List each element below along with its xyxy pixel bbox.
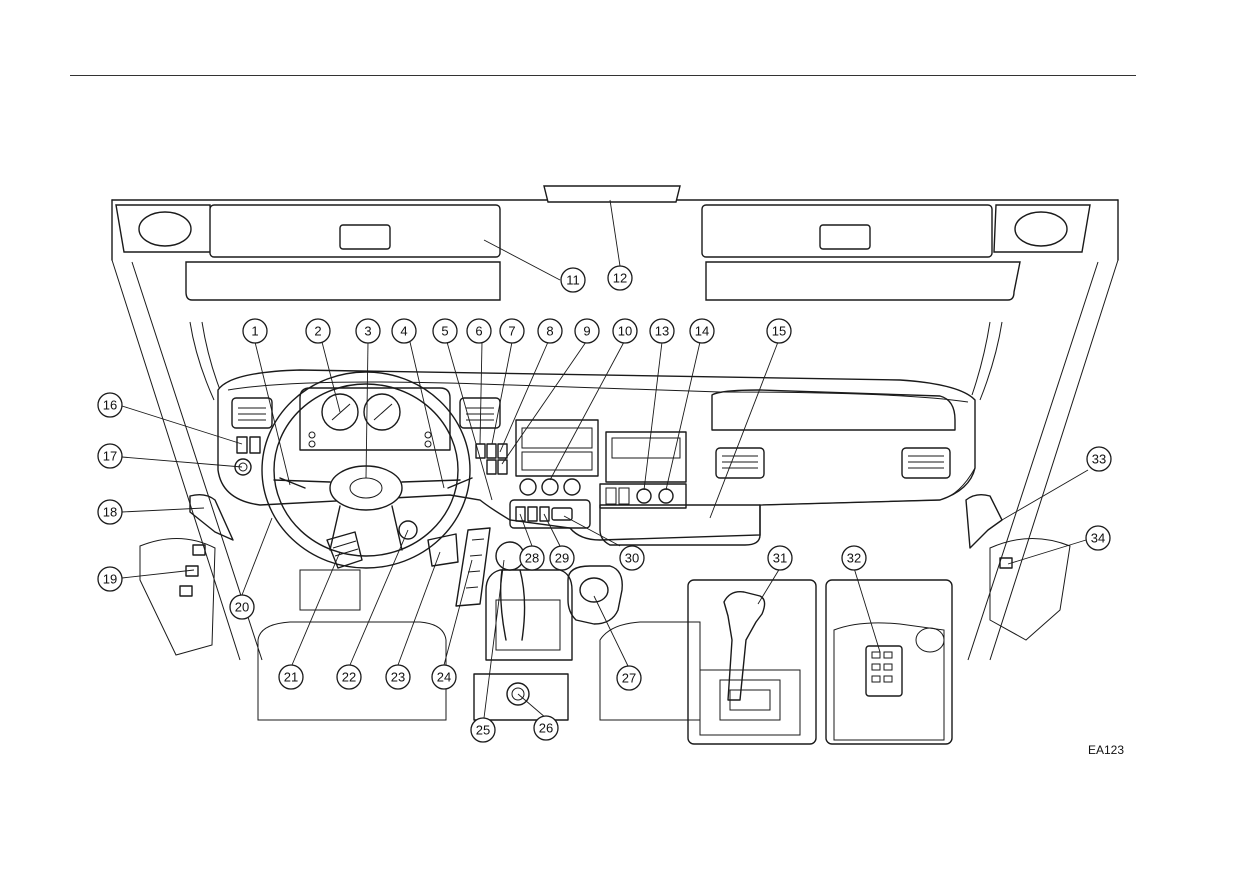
driver-seat xyxy=(257,569,447,721)
callout-label: 1 xyxy=(251,324,258,339)
callout-label: 12 xyxy=(613,271,627,286)
passenger-seat xyxy=(599,621,701,721)
callout-label: 21 xyxy=(284,670,298,685)
inset-automatic-shifter xyxy=(687,579,817,745)
callout-label: 16 xyxy=(103,398,117,413)
callout-label: 18 xyxy=(103,505,117,520)
callout-31: 31 xyxy=(767,545,793,571)
rear-view-mirror xyxy=(543,185,681,203)
callout-label: 24 xyxy=(437,670,451,685)
callout-34: 34 xyxy=(1085,525,1111,551)
callout-17: 17 xyxy=(97,443,123,469)
callout-20: 20 xyxy=(229,594,255,620)
callout-1: 1 xyxy=(242,318,268,344)
callout-24: 24 xyxy=(431,664,457,690)
callout-label: 10 xyxy=(618,324,632,339)
overhead-storage-left xyxy=(185,204,501,301)
callout-22: 22 xyxy=(336,664,362,690)
center-console-upper xyxy=(515,419,687,509)
pedals xyxy=(326,520,491,607)
door-panel-right xyxy=(965,493,1071,641)
callout-label: 28 xyxy=(525,551,539,566)
callout-9: 9 xyxy=(574,318,600,344)
callout-3: 3 xyxy=(355,318,381,344)
speaker-left xyxy=(115,204,213,253)
callout-label: 25 xyxy=(476,723,490,738)
air-vent-passenger-1 xyxy=(715,447,765,479)
callout-label: 29 xyxy=(555,551,569,566)
gear-shift-manual xyxy=(485,541,573,661)
cup-holder xyxy=(567,565,623,625)
callout-label: 2 xyxy=(314,324,321,339)
callout-label: 32 xyxy=(847,551,861,566)
air-vent-passenger-2 xyxy=(901,447,951,479)
callout-11: 11 xyxy=(560,267,586,293)
callout-label: 27 xyxy=(622,671,636,686)
callout-label: 8 xyxy=(546,324,553,339)
callout-label: 34 xyxy=(1091,531,1105,546)
figure-code: EA123 xyxy=(1088,743,1125,757)
callout-label: 11 xyxy=(566,273,580,288)
callout-5: 5 xyxy=(432,318,458,344)
switch-panel-lower xyxy=(509,499,591,529)
callout-33: 33 xyxy=(1086,446,1112,472)
overhead-storage-right xyxy=(701,204,1021,301)
callout-18: 18 xyxy=(97,499,123,525)
speaker-right xyxy=(993,204,1091,253)
callout-label: 19 xyxy=(103,572,117,587)
callout-13: 13 xyxy=(649,318,675,344)
callout-26: 26 xyxy=(533,715,559,741)
callout-label: 14 xyxy=(695,324,709,339)
steering-wheel xyxy=(261,371,471,569)
callout-label: 30 xyxy=(625,551,639,566)
callout-label: 15 xyxy=(772,324,786,339)
switch-cluster-left xyxy=(234,436,261,476)
callout-7: 7 xyxy=(499,318,525,344)
dashboard xyxy=(217,369,976,546)
callout-label: 7 xyxy=(508,324,515,339)
callout-6: 6 xyxy=(466,318,492,344)
center-console-tray xyxy=(473,673,569,721)
callout-15: 15 xyxy=(766,318,792,344)
callout-label: 13 xyxy=(655,324,669,339)
top-rule xyxy=(70,75,1136,76)
callout-label: 4 xyxy=(400,324,407,339)
callout-label: 17 xyxy=(103,449,117,464)
callout-label: 9 xyxy=(583,324,590,339)
callout-label: 23 xyxy=(391,670,405,685)
callout-25: 25 xyxy=(470,717,496,743)
callout-27: 27 xyxy=(616,665,642,691)
callout-label: 6 xyxy=(475,324,482,339)
inset-keypad xyxy=(825,579,953,745)
callout-19: 19 xyxy=(97,566,123,592)
instrument-cluster xyxy=(299,387,451,451)
callout-label: 26 xyxy=(539,721,553,736)
callout-10: 10 xyxy=(612,318,638,344)
callout-23: 23 xyxy=(385,664,411,690)
callout-21: 21 xyxy=(278,664,304,690)
switch-stack-center xyxy=(475,443,508,475)
callout-28: 28 xyxy=(519,545,545,571)
callout-4: 4 xyxy=(391,318,417,344)
callout-8: 8 xyxy=(537,318,563,344)
callout-29: 29 xyxy=(549,545,575,571)
callout-2: 2 xyxy=(305,318,331,344)
callout-label: 20 xyxy=(235,600,249,615)
callout-32: 32 xyxy=(841,545,867,571)
callout-30: 30 xyxy=(619,545,645,571)
callout-12: 12 xyxy=(607,265,633,291)
callout-label: 33 xyxy=(1092,452,1106,467)
callout-label: 3 xyxy=(364,324,371,339)
leader-lines xyxy=(121,199,1089,719)
callout-16: 16 xyxy=(97,392,123,418)
callout-label: 22 xyxy=(342,670,356,685)
callout-label: 5 xyxy=(441,324,448,339)
callout-14: 14 xyxy=(689,318,715,344)
callout-label: 31 xyxy=(773,551,787,566)
